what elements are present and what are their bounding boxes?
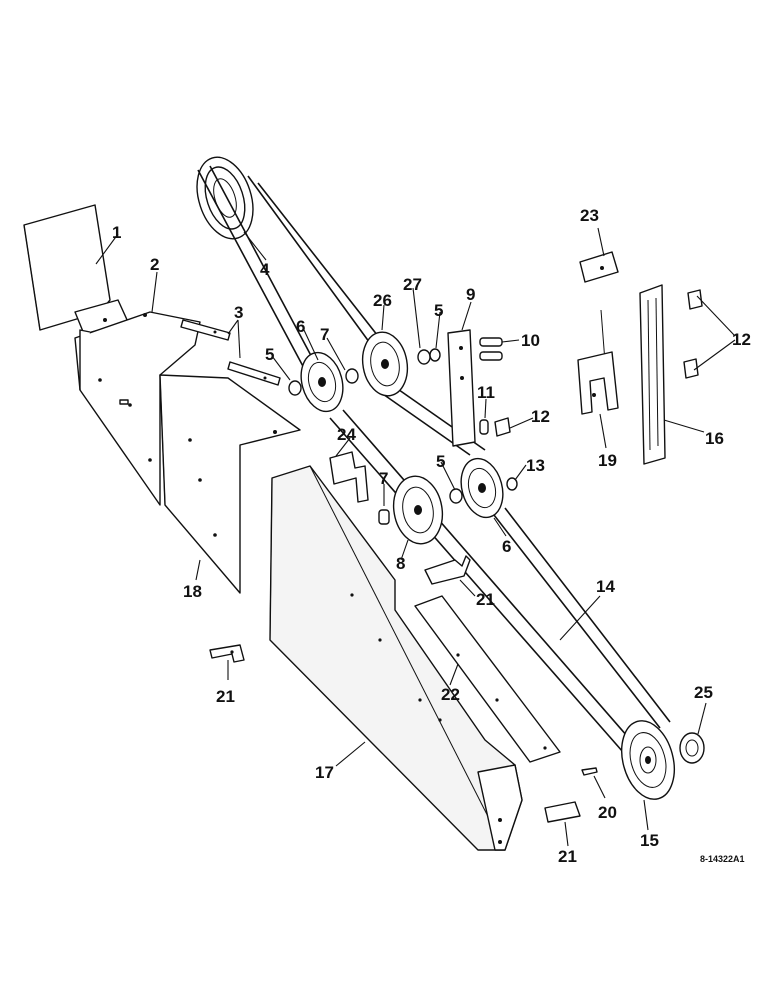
callout-21-b: 21	[216, 687, 235, 706]
callout-5-b: 5	[434, 301, 443, 320]
pulley-6-left	[300, 351, 344, 413]
part-21-bracket-left	[209, 644, 245, 663]
part-16-slotted-bar	[639, 284, 666, 465]
callout-21-a: 21	[476, 590, 495, 609]
callout-5-a: 5	[265, 345, 274, 364]
callout-15: 15	[640, 831, 659, 850]
callout-12-a: 12	[531, 407, 550, 426]
callout-24: 24	[337, 425, 356, 444]
callout-18: 18	[183, 582, 202, 601]
part-20-bolt	[581, 767, 598, 776]
callout-10: 10	[521, 331, 540, 350]
callout-20: 20	[598, 803, 617, 822]
pins-10-11	[479, 337, 503, 435]
pulley-26	[361, 331, 409, 397]
leader-lines	[95, 227, 736, 847]
part-19-adjuster	[577, 309, 619, 415]
callout-9: 9	[466, 285, 475, 304]
callout-14: 14	[596, 577, 615, 596]
callout-22: 22	[441, 685, 460, 704]
part-3-straps	[180, 319, 281, 386]
callout-6-a: 6	[296, 317, 305, 336]
part-23-bracket	[579, 251, 619, 283]
bushings	[288, 348, 705, 764]
callout-2: 2	[150, 255, 159, 274]
part-9-bracket	[447, 329, 476, 447]
callout-23: 23	[580, 206, 599, 225]
part-12-plates	[494, 289, 703, 437]
pulley-6-right	[460, 457, 504, 519]
part-24-bracket	[329, 451, 369, 503]
part-17-lower-shield	[269, 465, 523, 851]
part-2-housing	[74, 311, 201, 506]
part-4-upper-pulley	[196, 156, 254, 240]
part-21-bracket-top	[424, 555, 471, 585]
callout-16: 16	[705, 429, 724, 448]
callout-1: 1	[112, 223, 121, 242]
part-21-bracket-bottom	[544, 801, 581, 823]
callout-5-c: 5	[436, 452, 445, 471]
callout-12-b: 12	[732, 330, 751, 349]
callout-25: 25	[694, 683, 713, 702]
part-22-strip	[414, 595, 561, 763]
pulley-15	[621, 720, 675, 800]
part-18-rear-housing	[159, 374, 301, 594]
callout-13: 13	[526, 456, 545, 475]
callout-8: 8	[396, 554, 405, 573]
callout-27: 27	[403, 275, 422, 294]
callout-26: 26	[373, 291, 392, 310]
drawing-number: 8-14322A1	[700, 854, 745, 864]
callout-labels: 1 2 3 4 5 6 7 26 27 5 9 10 11 12 13 24 7…	[112, 206, 751, 866]
callout-6-b: 6	[502, 537, 511, 556]
callout-19: 19	[598, 451, 617, 470]
callout-7-a: 7	[320, 325, 329, 344]
callout-7-b: 7	[379, 469, 388, 488]
callout-4: 4	[260, 260, 270, 279]
callout-21-c: 21	[558, 847, 577, 866]
callout-11: 11	[477, 383, 495, 402]
callout-17: 17	[315, 763, 334, 782]
callout-3: 3	[234, 303, 243, 322]
pulley-8	[392, 475, 444, 545]
